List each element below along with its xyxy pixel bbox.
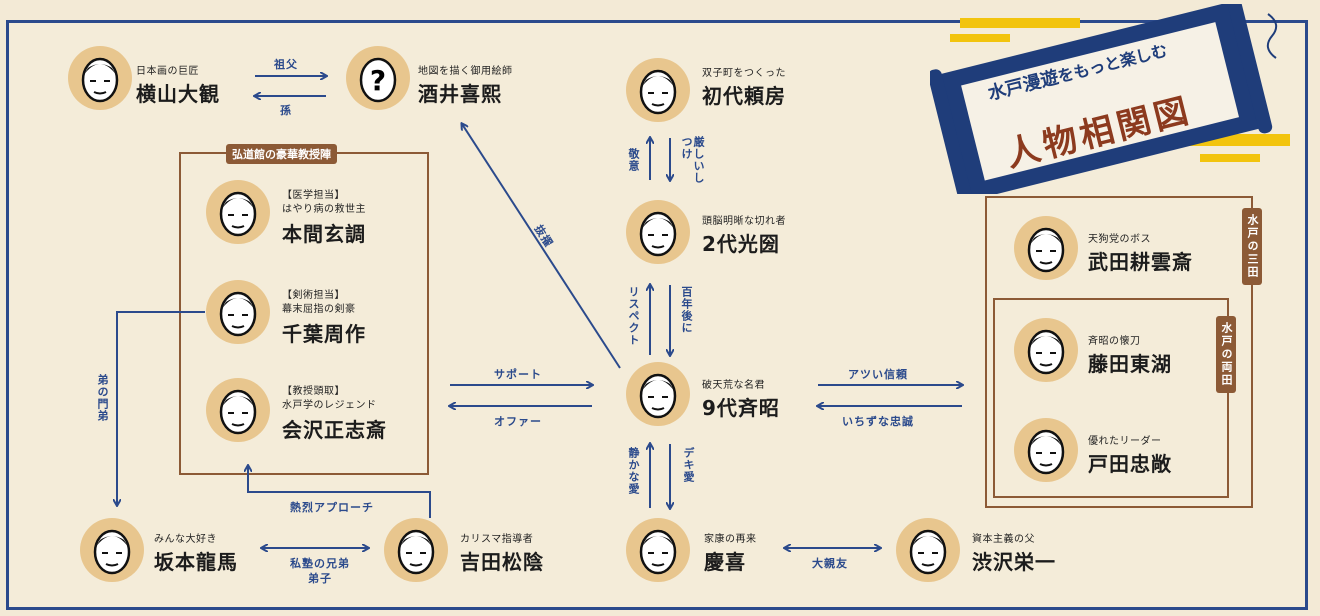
rel-deki: デキ愛 xyxy=(682,447,695,483)
rel-daishinyu: 大親友 xyxy=(812,557,848,570)
rel-otouto: 弟の門弟 xyxy=(96,374,109,422)
portrait-icon xyxy=(626,518,690,582)
portrait-icon xyxy=(206,378,270,442)
portrait-icon xyxy=(626,200,690,264)
santa-group-label: 水戸の三田 xyxy=(1242,208,1262,285)
arrow-otouto xyxy=(117,311,205,505)
rel-mago: 孫 xyxy=(280,104,292,117)
rel-shizuka: 静かな愛 xyxy=(627,447,640,495)
rel-kibishii: 厳しいしつけ xyxy=(680,136,705,184)
arrow-batteki xyxy=(462,124,621,369)
portrait-icon xyxy=(1014,216,1078,280)
rel-offer: オファー xyxy=(494,415,542,428)
portrait-icon xyxy=(626,362,690,426)
portrait-icon xyxy=(206,280,270,344)
santa-group-box xyxy=(985,196,1253,508)
unknown-portrait-icon: ? xyxy=(346,46,410,110)
portrait-icon xyxy=(1014,418,1078,482)
ryota-group-box xyxy=(993,298,1229,498)
portrait-icon xyxy=(384,518,448,582)
arrow-approach xyxy=(248,466,431,518)
portrait-icon xyxy=(68,46,132,110)
rel-atsui: アツい信頼 xyxy=(848,368,908,381)
rel-respect: リスペクト xyxy=(627,286,640,346)
kodokan-group-label: 弘道館の豪華教授陣 xyxy=(226,144,337,164)
rel-support: サポート xyxy=(494,368,542,381)
rel-keii: 敬意 xyxy=(627,148,640,172)
rel-shijuku: 私塾の兄弟弟子 xyxy=(290,557,350,585)
portrait-icon xyxy=(206,180,270,244)
ryota-group-label: 水戸の両田 xyxy=(1216,316,1236,393)
rel-approach: 熱烈アプローチ xyxy=(290,501,374,514)
portrait-icon xyxy=(80,518,144,582)
svg-text:?: ? xyxy=(370,64,386,97)
rel-sofu: 祖父 xyxy=(274,58,298,71)
rel-ichizu: いちずな忠誠 xyxy=(842,415,914,428)
portrait-icon xyxy=(626,58,690,122)
rel-hyakunen: 百年後に xyxy=(680,286,693,334)
portrait-icon xyxy=(1014,318,1078,382)
portrait-icon xyxy=(896,518,960,582)
title-scroll-art xyxy=(930,4,1290,194)
